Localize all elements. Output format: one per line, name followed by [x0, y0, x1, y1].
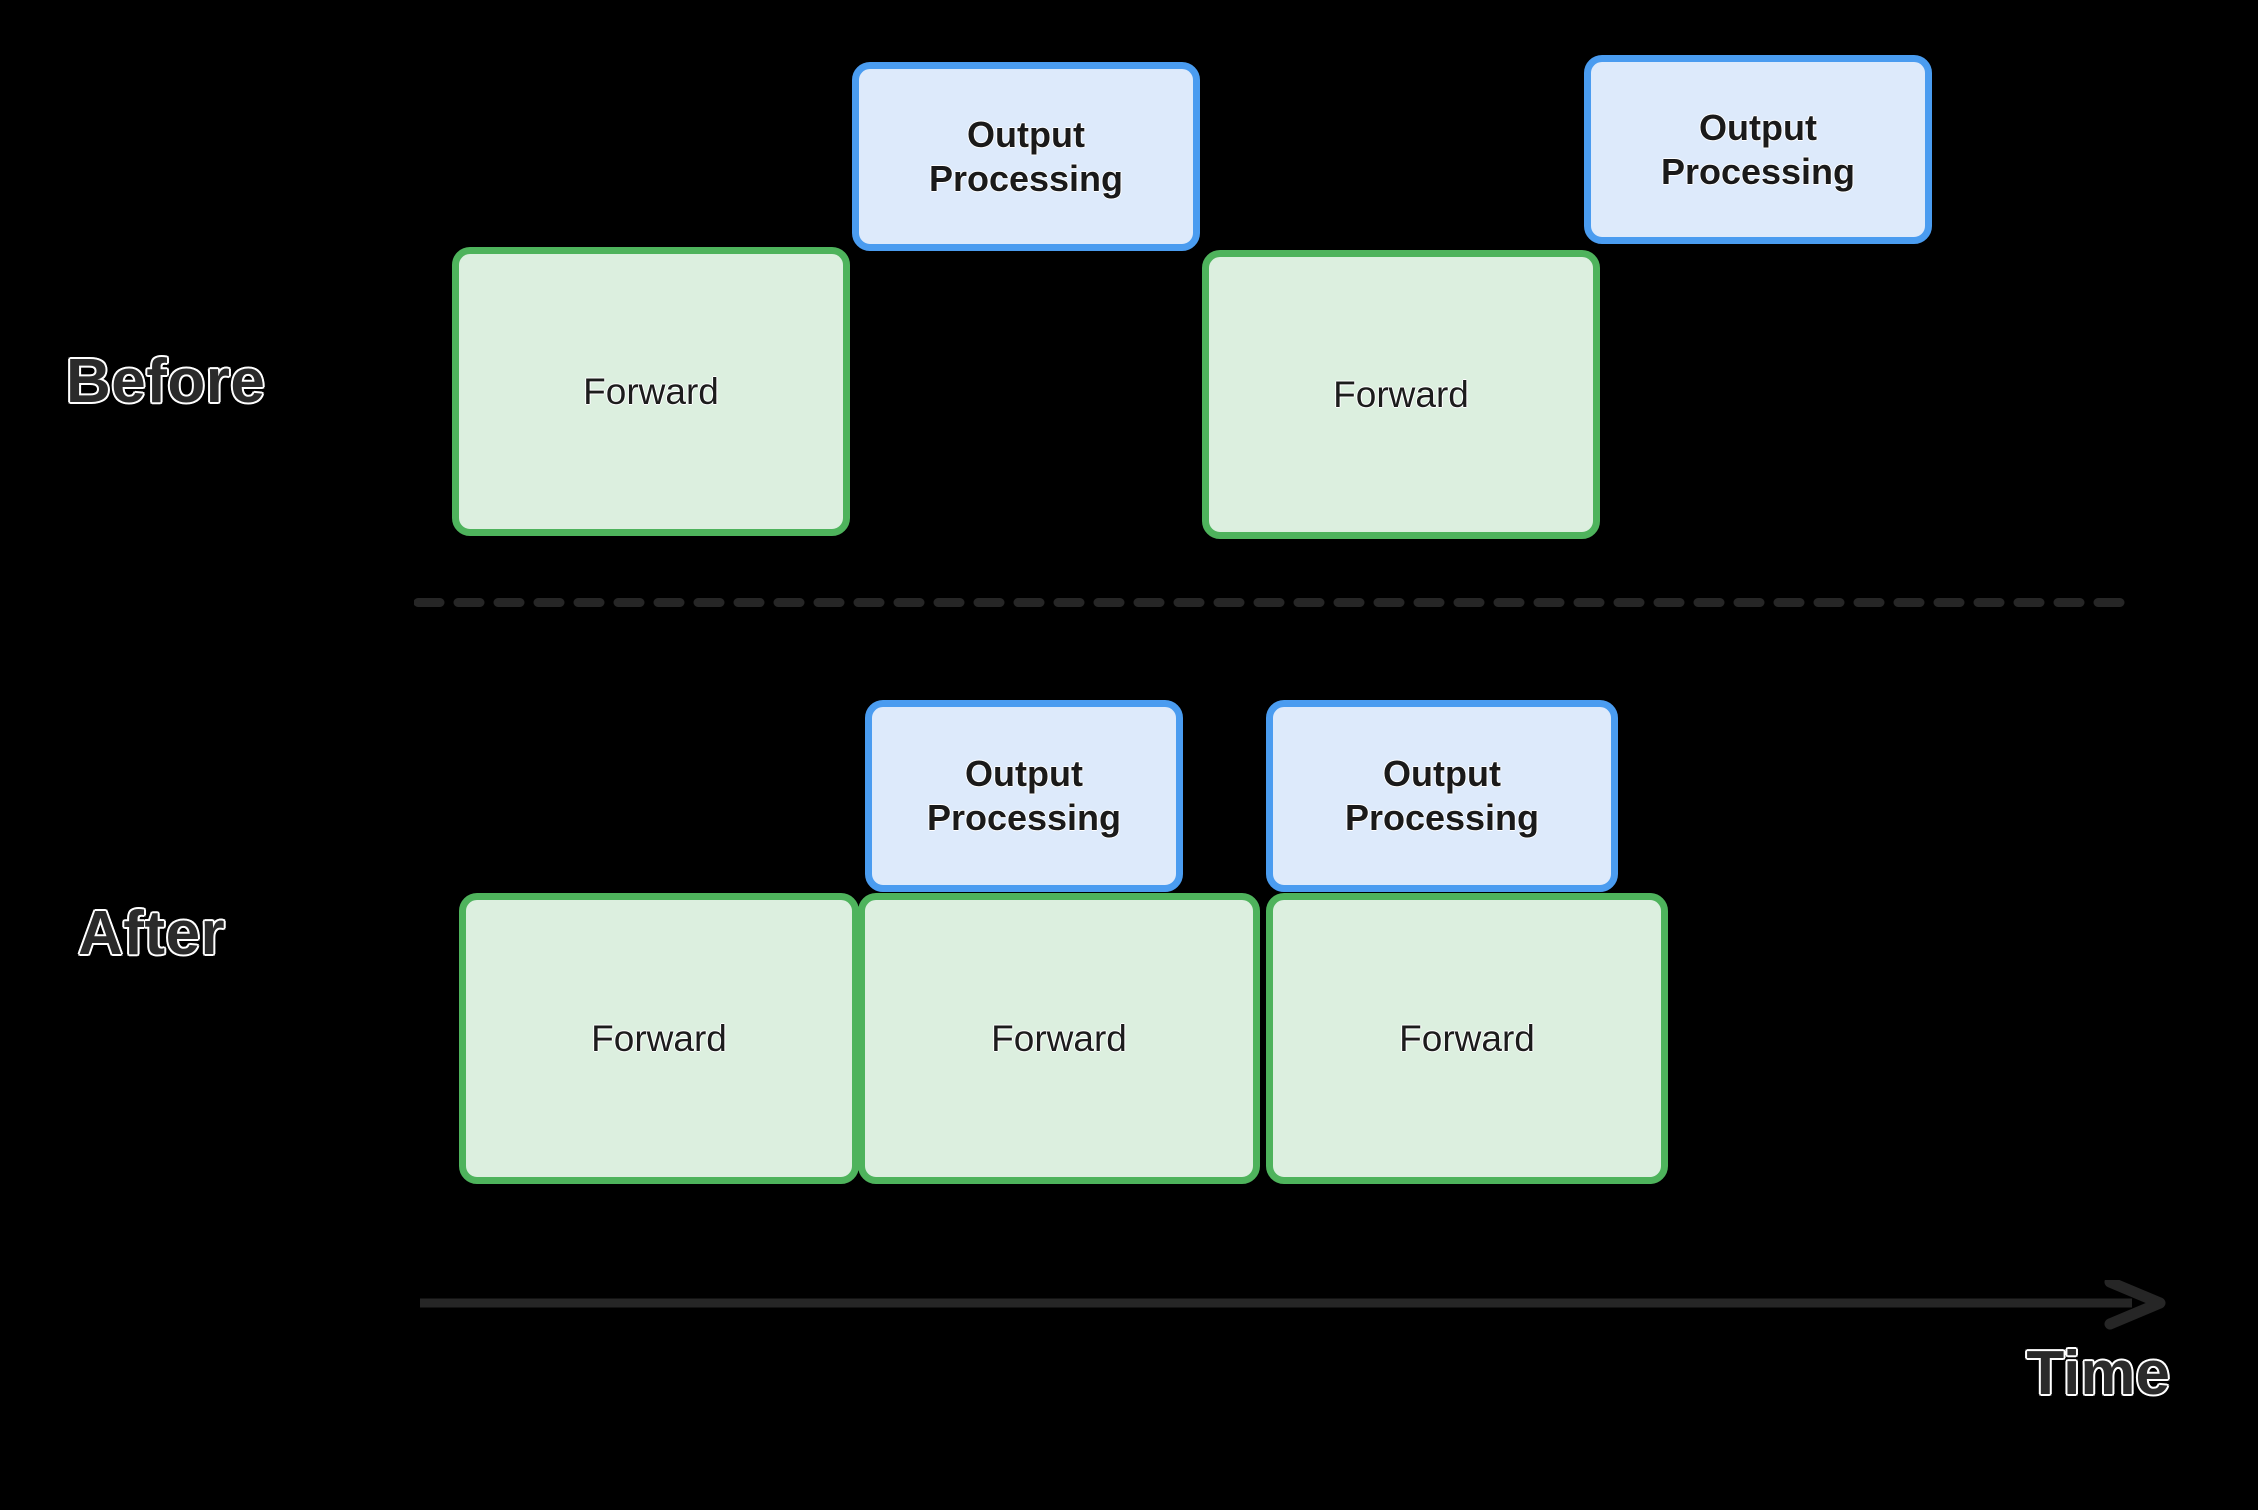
forward-block: Forward	[452, 247, 850, 536]
forward-label: Forward	[583, 370, 719, 412]
section-divider	[414, 598, 2132, 607]
forward-label: Forward	[1399, 1017, 1535, 1059]
row-label-after: After	[78, 899, 226, 968]
output-processing-label: Output Processing	[1660, 106, 1856, 192]
time-axis-label: Time	[2026, 1339, 2170, 1408]
forward-label: Forward	[991, 1017, 1127, 1059]
output-processing-block: Output Processing	[852, 62, 1200, 251]
forward-block: Forward	[858, 893, 1260, 1184]
forward-label: Forward	[591, 1017, 727, 1059]
output-processing-block: Output Processing	[865, 700, 1183, 892]
forward-block: Forward	[1202, 250, 1600, 539]
forward-label: Forward	[1333, 373, 1469, 415]
forward-block: Forward	[1266, 893, 1668, 1184]
row-label-before: Before	[66, 347, 266, 416]
output-processing-label: Output Processing	[928, 113, 1124, 199]
output-processing-label: Output Processing	[926, 753, 1122, 838]
forward-block: Forward	[459, 893, 859, 1184]
output-processing-block: Output Processing	[1266, 700, 1618, 892]
time-axis-arrow	[420, 1280, 2166, 1330]
output-processing-label: Output Processing	[1344, 753, 1540, 838]
output-processing-block: Output Processing	[1584, 55, 1932, 244]
